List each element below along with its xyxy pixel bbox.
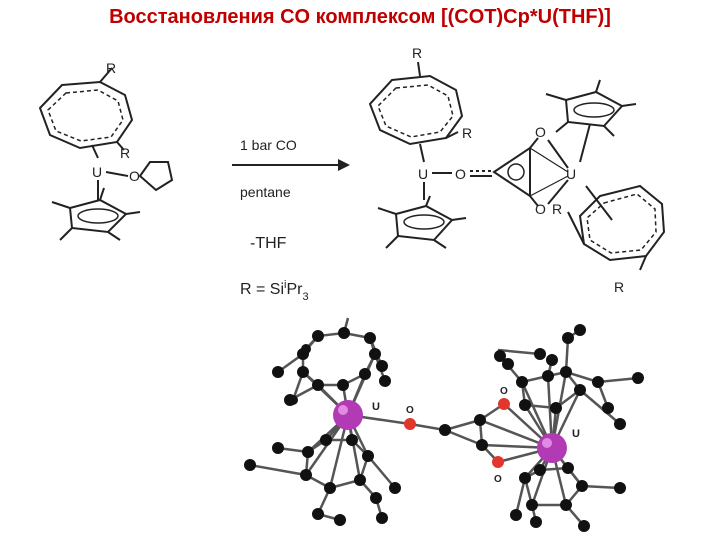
c3-core bbox=[492, 146, 531, 198]
reactant-u-atom: U bbox=[92, 164, 102, 180]
product-r-side: R bbox=[552, 201, 562, 217]
reactant-r-top: R bbox=[106, 60, 116, 76]
byproduct-label: -THF bbox=[250, 235, 287, 252]
product-structure bbox=[368, 61, 666, 271]
page-title: Восстановления CO комплексом [(COT)Cp*U(… bbox=[109, 6, 611, 28]
crystal-u-left-label: U bbox=[372, 401, 380, 413]
reactant-cot-ring bbox=[38, 80, 134, 150]
product-cot-ring-left bbox=[368, 74, 464, 146]
crystal-u-right-label: U bbox=[572, 428, 580, 440]
product-cp-ring-right bbox=[564, 90, 624, 128]
product-o-top: O bbox=[535, 124, 546, 140]
reactant-o-atom: O bbox=[129, 168, 140, 184]
crystal-carbon-atoms bbox=[244, 324, 644, 532]
reactant-structure bbox=[38, 67, 174, 241]
reactant-cot-ring-inner bbox=[47, 89, 124, 142]
crystal-structure: U O O O U bbox=[244, 317, 644, 532]
crystal-o-bottom-label: O bbox=[494, 474, 502, 485]
product-o-bottom: O bbox=[535, 201, 546, 217]
crystal-o-bridge-label: O bbox=[406, 405, 414, 416]
product-r-left: R bbox=[462, 125, 472, 141]
reactant-r-side: R bbox=[120, 145, 130, 161]
product-u-left: U bbox=[418, 166, 428, 182]
crystal-uranium-atoms bbox=[333, 400, 567, 463]
solvent-label: pentane bbox=[240, 184, 291, 200]
reactant-cp-ring bbox=[68, 198, 128, 234]
thf-ring-shape bbox=[138, 161, 174, 192]
crystal-o-top-label: O bbox=[500, 386, 508, 397]
product-cot-ring-right bbox=[578, 184, 666, 262]
reaction-arrow bbox=[232, 159, 350, 171]
product-o-bridge: O bbox=[455, 166, 466, 182]
reagent-label: 1 bar CO bbox=[240, 137, 297, 153]
r-definition: R = SiiPr3 bbox=[240, 279, 309, 303]
product-u-right: U bbox=[566, 166, 576, 182]
product-cp-ring-left bbox=[394, 204, 454, 242]
product-r-top: R bbox=[412, 45, 422, 61]
product-r-bottom: R bbox=[614, 279, 624, 295]
crystal-oxygen-atoms bbox=[404, 398, 510, 468]
